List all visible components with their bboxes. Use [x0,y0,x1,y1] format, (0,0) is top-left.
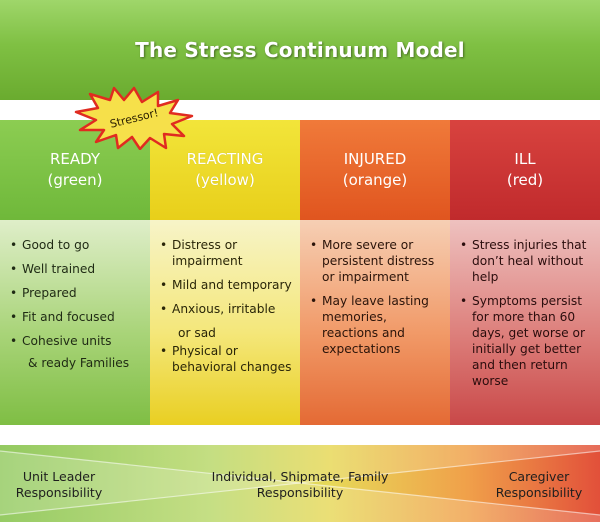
list-item: Prepared [10,285,142,301]
column-ill-header: ILL (red) [450,120,600,220]
column-injured: INJURED (orange) More severe or persiste… [300,120,450,425]
column-reacting: REACTING (yellow) Distress or impairment… [150,120,300,425]
stressor-burst: Stressor! [74,86,194,151]
individual-line2: Responsibility [256,485,344,500]
list-item: Stress injuries that don’t heal without … [460,237,592,285]
unit-leader-label: Unit Leader Responsibility [4,469,114,501]
column-reacting-body: Distress or impairment Mild and temporar… [150,220,300,425]
unit-leader-line1: Unit Leader [22,469,96,484]
caregiver-label: Caregiver Responsibility [480,469,598,501]
list-item: Cohesive units [10,333,142,349]
responsibility-wedges [0,445,600,522]
column-ill-title: ILL [514,150,536,168]
column-injured-header: INJURED (orange) [300,120,450,220]
list-item: Symptoms persist for more than 60 days, … [460,293,592,389]
column-reacting-title: REACTING [186,150,264,168]
column-ready-body: Good to go Well trained Prepared Fit and… [0,220,150,425]
column-reacting-header: REACTING (yellow) [150,120,300,220]
starburst-icon [74,86,194,151]
caregiver-line1: Caregiver [508,469,570,484]
list-item: Mild and temporary [160,277,292,293]
column-reacting-color: (yellow) [195,171,255,189]
column-injured-body: More severe or persistent distress or im… [300,220,450,425]
list-item-continuation: & ready Families [28,356,130,370]
list-item: Well trained [10,261,142,277]
unit-leader-line2: Responsibility [15,485,103,500]
list-item: Fit and focused [10,309,142,325]
column-ill-color: (red) [506,171,544,189]
caregiver-line2: Responsibility [495,485,583,500]
column-ill-body: Stress injuries that don’t heal without … [450,220,600,425]
title-banner: The Stress Continuum Model [0,0,600,100]
individual-line1: Individual, Shipmate, Family [211,469,389,484]
responsibility-band: Unit Leader Responsibility Individual, S… [0,445,600,522]
list-item: Physical or behavioral changes [160,343,292,375]
column-ready: READY (green) Good to go Well trained Pr… [0,120,150,425]
column-injured-color: (orange) [342,171,408,189]
list-item: Good to go [10,237,142,253]
list-item: Anxious, irritable [160,301,292,317]
column-injured-title: INJURED [343,150,407,168]
diagram-title: The Stress Continuum Model [135,38,465,62]
list-item-continuation: or sad [178,326,216,340]
column-ready-title: READY [49,150,101,168]
individual-label: Individual, Shipmate, Family Responsibil… [200,469,400,501]
column-ready-color: (green) [47,171,103,189]
continuum-columns: READY (green) Good to go Well trained Pr… [0,120,600,425]
list-item: May leave lasting memories, reactions an… [310,293,442,357]
list-item: Distress or impairment [160,237,292,269]
list-item: More severe or persistent distress or im… [310,237,442,285]
column-ill: ILL (red) Stress injuries that don’t hea… [450,120,600,425]
